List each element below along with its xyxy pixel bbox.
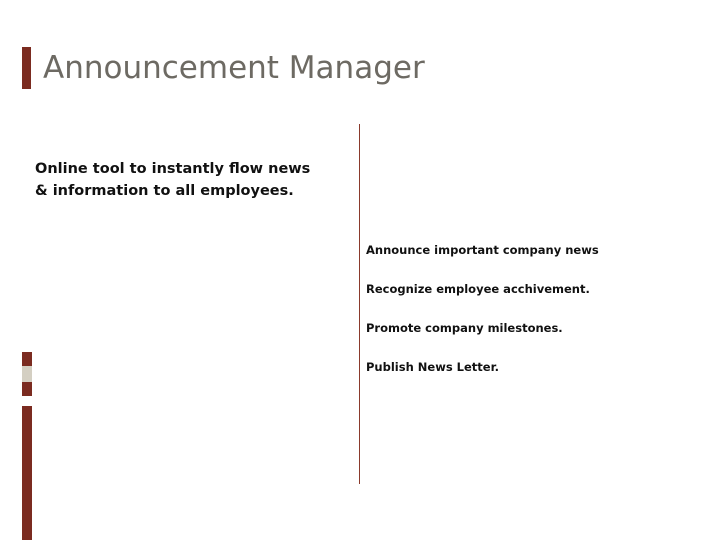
list-item: Recognize employee acchivement. <box>366 282 590 296</box>
left-description-line-1: Online tool to instantly flow news <box>35 161 311 177</box>
vertical-divider <box>359 124 360 484</box>
accent-segment-tan <box>22 366 32 382</box>
left-description-block: Online tool to instantly flow news & inf… <box>35 158 345 203</box>
list-item: Promote company milestones. <box>366 321 563 335</box>
list-item: Publish News Letter. <box>366 360 499 374</box>
accent-segment-dark-top <box>22 352 32 366</box>
page-title: Announcement Manager <box>43 49 425 86</box>
title-accent-bar <box>22 47 31 89</box>
accent-segment-gap <box>22 396 32 406</box>
accent-segment-dark-long <box>22 406 32 540</box>
left-description-line-2: & information to all employees. <box>35 183 294 200</box>
right-feature-list: Announce important company news Recogniz… <box>366 243 706 400</box>
list-item: Announce important company news <box>366 243 599 257</box>
slide-title-row: Announcement Manager <box>0 40 720 96</box>
left-accent-bars <box>22 352 32 540</box>
accent-segment-dark-mid <box>22 382 32 396</box>
